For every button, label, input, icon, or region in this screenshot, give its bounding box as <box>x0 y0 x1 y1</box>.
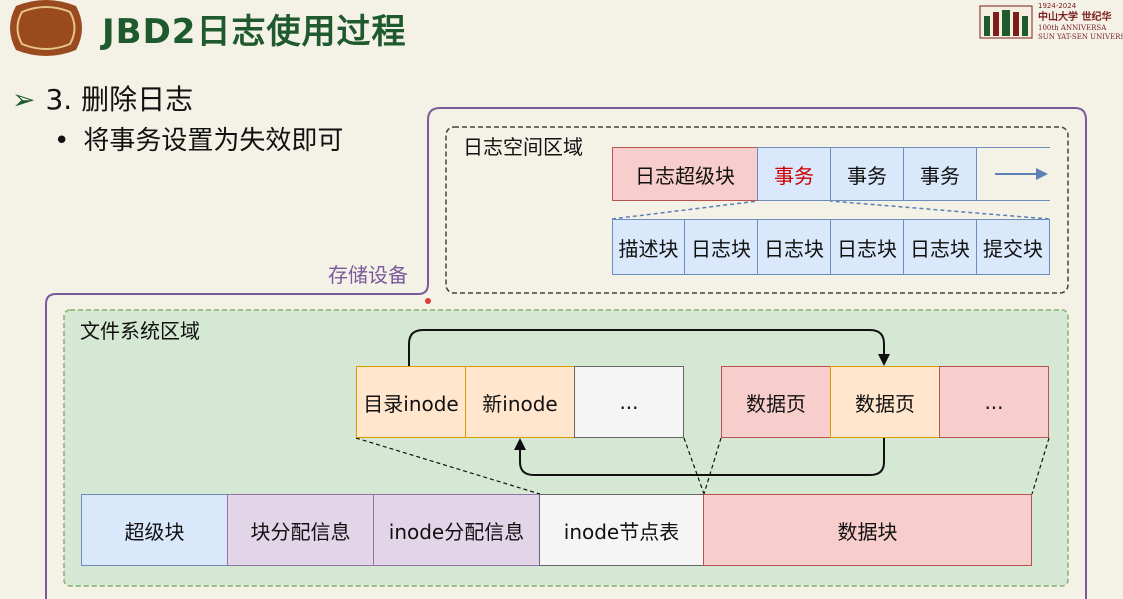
bullet-level1: ➢3. 删除日志 <box>12 83 194 116</box>
data-page-ellipsis: ... <box>939 366 1049 438</box>
inode-allocation-info: inode分配信息 <box>373 494 540 566</box>
descriptor-block: 描述块 <box>612 219 685 275</box>
storage-device-outline <box>45 107 1087 599</box>
datapage-to-inode-arrow <box>519 438 885 476</box>
svg-text:1924-2024: 1924-2024 <box>1038 2 1077 10</box>
data-page: 数据页 <box>721 366 831 438</box>
bullet-dot-icon: • <box>54 126 70 156</box>
page-title: JBD2日志使用过程 <box>102 12 407 52</box>
block-allocation-info: 块分配信息 <box>227 494 374 566</box>
svg-text:中山大学 世纪华: 中山大学 世纪华 <box>1038 10 1111 23</box>
university-logo: 1924-2024 中山大学 世纪华 100th ANNIVERSA SUN Y… <box>978 0 1123 42</box>
storage-device-label: 存储设备 <box>328 263 408 287</box>
data-page-highlighted: 数据页 <box>830 366 940 438</box>
commit-block: 提交块 <box>976 219 1050 275</box>
fs-superblock: 超级块 <box>81 494 228 566</box>
journal-continuation <box>976 147 1050 201</box>
svg-text:SUN YAT-SEN UNIVERS: SUN YAT-SEN UNIVERS <box>1038 33 1123 41</box>
svg-text:100th ANNIVERSA: 100th ANNIVERSA <box>1038 24 1107 32</box>
journal-area-label: 日志空间区域 <box>463 135 583 159</box>
log-block: 日志块 <box>757 219 831 275</box>
transaction: 事务 <box>903 147 977 201</box>
bullet-arrow-icon: ➢ <box>12 83 36 116</box>
inode-ellipsis: ... <box>574 366 684 438</box>
log-block: 日志块 <box>903 219 977 275</box>
log-block: 日志块 <box>684 219 758 275</box>
logo-badge <box>8 0 84 56</box>
transaction: 事务 <box>830 147 904 201</box>
inode-table: inode节点表 <box>539 494 704 566</box>
journal-superblock: 日志超级块 <box>612 147 758 201</box>
new-inode: 新inode <box>465 366 575 438</box>
bullet-level2: •将事务设置为失效即可 <box>54 126 344 156</box>
journal-area-outline <box>445 126 1069 294</box>
right-arrow-icon <box>1036 168 1048 180</box>
transaction-invalidated: 事务 <box>757 147 831 201</box>
directory-inode: 目录inode <box>356 366 466 438</box>
log-block: 日志块 <box>830 219 904 275</box>
fs-area-label: 文件系统区域 <box>80 319 200 343</box>
data-blocks: 数据块 <box>703 494 1032 566</box>
dir-to-datapage-arrow <box>408 329 885 366</box>
